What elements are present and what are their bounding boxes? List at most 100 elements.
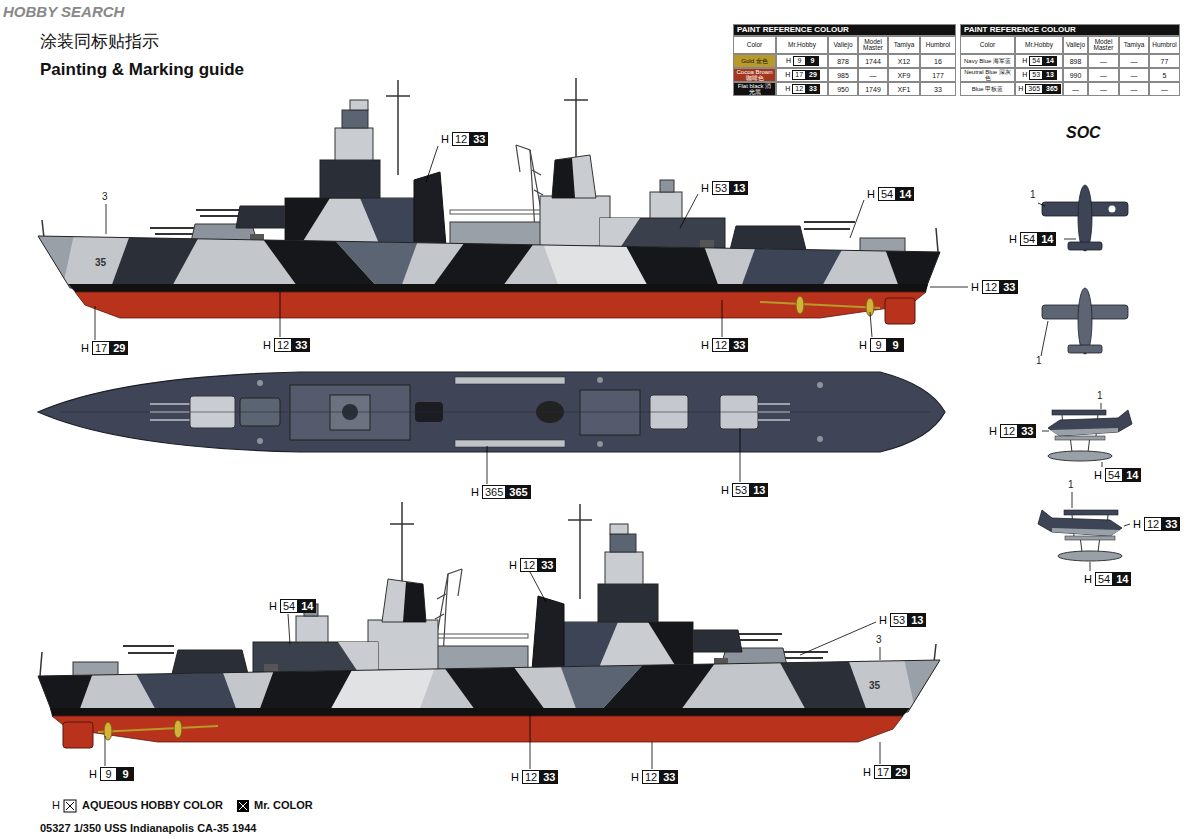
paint-callout: H1729 (862, 765, 910, 779)
color-code-black: 13 (908, 613, 926, 627)
table-cell: H365365 (1015, 82, 1063, 96)
paint-callout: H5414 (1083, 572, 1131, 586)
color-name: Blue 甲板蓝 (960, 82, 1015, 96)
paint-prefix: H (1021, 71, 1028, 79)
color-code-box: 365 (1025, 84, 1043, 94)
color-code-black: 29 (806, 70, 820, 80)
column-header: Color (960, 36, 1015, 54)
color-code-box: 53 (732, 483, 750, 497)
paint-value: — (1063, 82, 1088, 96)
color-code-box: 54 (1095, 572, 1113, 586)
column-header: Vallejo (828, 36, 858, 54)
table-cell: H99 (776, 54, 828, 68)
paint-callout: H5313 (1021, 70, 1057, 80)
color-code-box: 12 (522, 770, 540, 784)
paint-prefix: H (878, 614, 888, 626)
paint-value: — (1119, 54, 1149, 68)
color-code-box: 12 (712, 338, 730, 352)
color-code-box: 54 (1029, 56, 1043, 66)
color-code-black: 33 (1000, 280, 1018, 294)
paint-value: 33 (920, 82, 956, 96)
color-name: Flat black 消光黑 (733, 82, 776, 96)
color-code-black: 9 (887, 338, 904, 352)
paint-value: XF9 (888, 68, 920, 82)
paint-prefix: H (1021, 57, 1028, 65)
color-code-box: 53 (712, 181, 730, 195)
paint-callout: H365365 (470, 485, 531, 499)
paint-callout: H1729 (80, 341, 128, 355)
paint-callout: H99 (785, 56, 819, 66)
paint-prefix: H (508, 559, 518, 571)
paint-prefix: H (858, 339, 868, 351)
legend-text: AQUEOUS HOBBY COLOR (82, 799, 223, 811)
paint-prefix: H (80, 342, 90, 354)
paint-prefix: H (88, 768, 98, 780)
table-cell: H5313 (1015, 68, 1063, 82)
color-code-box: 12 (274, 338, 292, 352)
paint-callout: H5414 (1093, 468, 1141, 482)
column-header: Mr.Hobby (1015, 36, 1063, 54)
color-code-black: 33 (806, 84, 820, 94)
color-code-box: 12 (1144, 517, 1162, 531)
paint-prefix: H (862, 766, 872, 778)
paint-value: — (1149, 82, 1180, 96)
top-view (38, 372, 945, 452)
paint-prefix: H (785, 57, 792, 65)
paint-callout: H1233 (784, 84, 820, 94)
color-code-box: 12 (1000, 424, 1018, 438)
paint-callout: H5414 (866, 187, 914, 201)
callout-number: 1 (1068, 479, 1074, 490)
color-code-box: 53 (1029, 70, 1043, 80)
table-cell: H5414 (1015, 54, 1063, 68)
legend-prefix: H (52, 799, 60, 811)
color-code-black: 14 (1113, 572, 1131, 586)
paint-prefix: H (720, 484, 730, 496)
paint-callout: H5313 (700, 181, 748, 195)
color-code-black: 9 (806, 56, 819, 66)
paint-value: 5 (1149, 68, 1180, 82)
column-header: Model Master (858, 36, 888, 54)
paint-value: 990 (1063, 68, 1088, 82)
paint-prefix: H (784, 71, 791, 79)
paint-value: — (1088, 82, 1119, 96)
paint-callout: H5313 (720, 483, 768, 497)
color-code-black: 365 (1043, 84, 1061, 94)
hull-number: 35 (94, 257, 107, 268)
color-code-box: 9 (870, 338, 887, 352)
paint-prefix: H (630, 771, 640, 783)
watermark: HOBBY SEARCH (3, 3, 124, 20)
color-code-box: 17 (92, 341, 110, 355)
color-code-black: 33 (730, 338, 748, 352)
paint-callout: H1233 (440, 132, 488, 146)
color-code-black: 14 (1123, 468, 1141, 482)
paint-prefix: H (510, 771, 520, 783)
column-header: Mr.Hobby (776, 36, 828, 54)
color-code-box: 9 (100, 767, 117, 781)
paint-value: 898 (1063, 54, 1088, 68)
paint-value: 985 (828, 68, 858, 82)
paint-prefix: H (1093, 469, 1103, 481)
paint-value: 177 (920, 68, 956, 82)
paint-prefix: H (988, 425, 998, 437)
color-code-black: 29 (110, 341, 128, 355)
paint-prefix: H (262, 339, 272, 351)
paint-prefix: H (700, 182, 710, 194)
color-code-black: 33 (660, 770, 678, 784)
paint-callout: H5414 (1021, 56, 1057, 66)
column-header: Vallejo (1063, 36, 1088, 54)
color-code-black: 365 (506, 485, 530, 499)
paint-callout: H1233 (262, 338, 310, 352)
paint-value: 16 (920, 54, 956, 68)
color-code-black: 33 (538, 558, 556, 572)
aircraft-title: SOC (1066, 124, 1101, 142)
paint-prefix: H (268, 600, 278, 612)
paint-callout: H1233 (630, 770, 678, 784)
color-code-box: 365 (482, 485, 506, 499)
paint-value: — (1088, 54, 1119, 68)
color-code-black: 14 (1043, 56, 1057, 66)
column-header: Color (733, 36, 776, 54)
paint-prefix: H (470, 486, 480, 498)
color-name: Neutral Blue 深灰色 (960, 68, 1015, 82)
